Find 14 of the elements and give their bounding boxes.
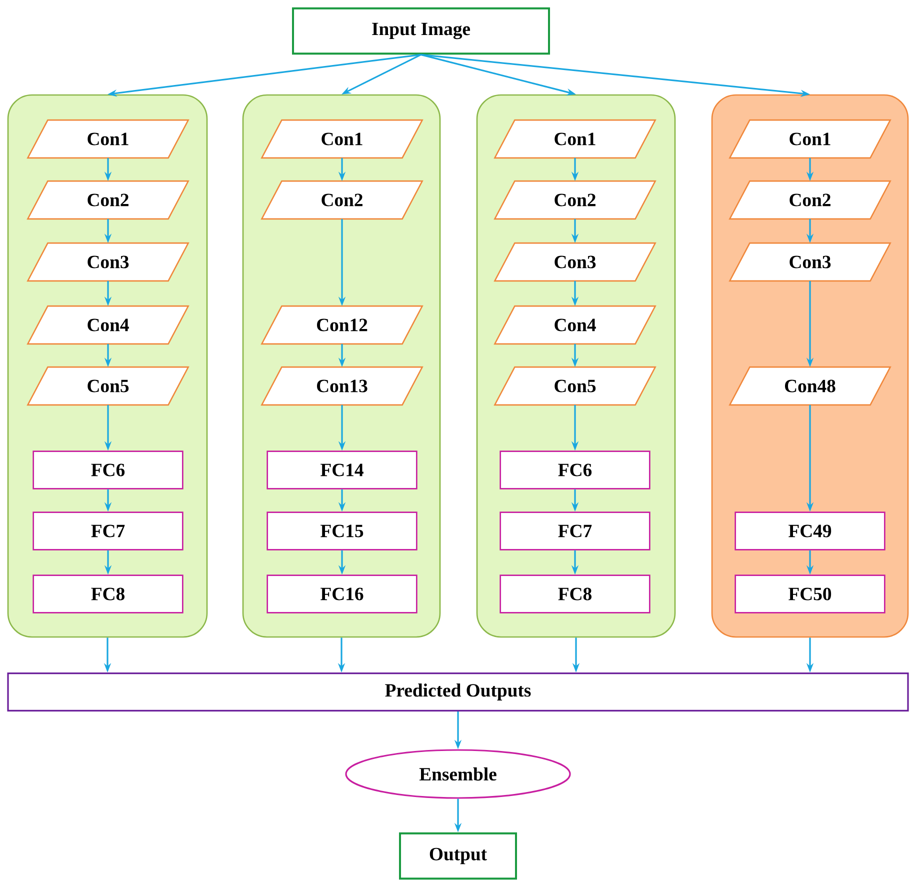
fc-layer-box: FC16 (266, 574, 418, 614)
fc-layer-box: FC14 (266, 450, 418, 490)
fc-layer-box: FC49 (734, 512, 886, 550)
fc-layer-box: FC8 (500, 574, 650, 614)
fc-layer-box: FC7 (500, 512, 650, 550)
fc-layer-box: FC50 (734, 574, 886, 614)
fc-layer-box: FC7 (32, 512, 184, 550)
io-box: Output (399, 832, 517, 880)
fc-layer-box: FC6 (32, 450, 184, 490)
fc-layer-box: FC6 (500, 450, 650, 490)
fc-layer-box: FC8 (32, 574, 184, 614)
io-box: Input Image (292, 7, 550, 55)
output-bar: Predicted Outputs (7, 672, 909, 712)
fc-layer-box: FC15 (266, 512, 418, 550)
